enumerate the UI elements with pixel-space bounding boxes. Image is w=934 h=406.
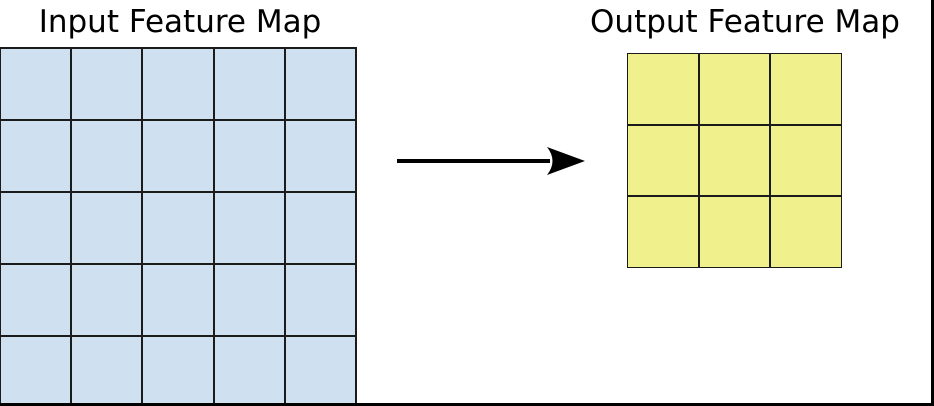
input-feature-map-cell	[285, 193, 355, 263]
input-feature-map-cell	[72, 121, 142, 191]
input-feature-map-cell	[143, 193, 213, 263]
input-feature-map-title: Input Feature Map	[38, 4, 322, 40]
output-feature-map-grid	[627, 53, 842, 268]
input-feature-map-cell	[285, 49, 355, 119]
input-feature-map-cell	[1, 49, 71, 119]
input-feature-map-cell	[72, 49, 142, 119]
input-feature-map-cell	[285, 265, 355, 335]
input-feature-map-cell	[143, 121, 213, 191]
input-feature-map-cell	[1, 121, 71, 191]
input-feature-map-cell	[72, 337, 142, 406]
output-feature-map-cell	[699, 197, 770, 267]
arrow-head	[547, 147, 585, 175]
input-feature-map-cell	[285, 121, 355, 191]
input-feature-map-cell	[214, 193, 284, 263]
output-feature-map-cell	[771, 125, 841, 196]
input-feature-map-cell	[285, 337, 355, 406]
input-feature-map-cell	[72, 265, 142, 335]
output-feature-map-title: Output Feature Map	[590, 4, 900, 40]
input-feature-map-cell	[143, 49, 213, 119]
figure-frame-right-line	[931, 0, 934, 406]
output-feature-map-cell	[628, 54, 698, 124]
input-feature-map-cell	[1, 265, 71, 335]
input-feature-map-cell	[1, 337, 71, 406]
output-feature-map-cell	[699, 54, 770, 124]
input-feature-map-cell	[214, 265, 284, 335]
input-feature-map-cell	[143, 337, 213, 406]
output-feature-map-cell	[771, 197, 841, 267]
right-arrow-icon	[397, 147, 585, 175]
input-feature-map-cell	[214, 49, 284, 119]
output-feature-map-cell	[628, 197, 698, 267]
input-feature-map-cell	[72, 193, 142, 263]
output-feature-map-cell	[771, 54, 841, 124]
input-feature-map-cell	[1, 193, 71, 263]
input-feature-map-cell	[214, 121, 284, 191]
input-feature-map-cell	[143, 265, 213, 335]
input-feature-map-grid	[0, 47, 357, 406]
input-feature-map-cell	[214, 337, 284, 406]
output-feature-map-cell	[699, 125, 770, 196]
figure-frame-bottom-line	[0, 403, 934, 406]
output-feature-map-cell	[628, 125, 698, 196]
